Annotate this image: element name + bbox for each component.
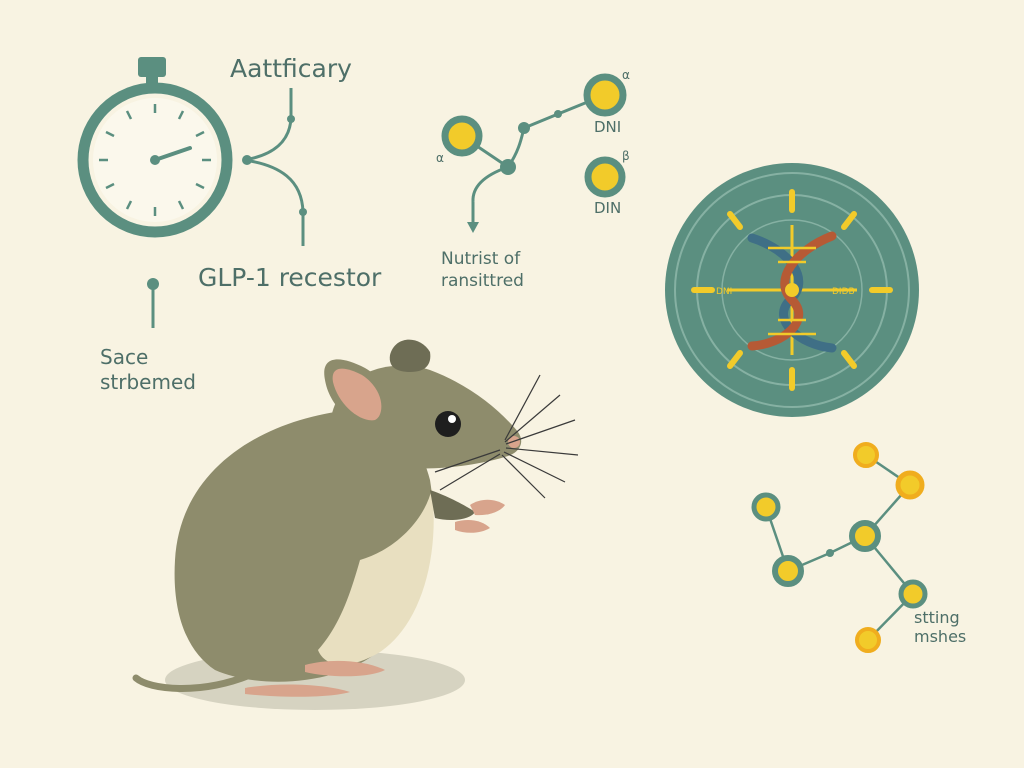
label-dni: DNI [594, 118, 621, 136]
label-nutrist-1: Nutrist of [441, 249, 521, 269]
pin-marker [147, 278, 159, 328]
label-beta: β [622, 149, 630, 163]
connector-node [287, 115, 295, 123]
label-din: DIN [594, 199, 621, 217]
label-left-small-2: strbemed [100, 370, 196, 394]
mouse-illustration [132, 339, 579, 710]
connector-node [299, 208, 307, 216]
label-receptor: GLP-1 recestor [198, 263, 382, 292]
label-alpha-left: α [436, 151, 444, 165]
dna-helix-icon [665, 163, 919, 417]
label-nutrist-2: ransittred [441, 271, 524, 291]
label-left-small-1: Sace [100, 345, 148, 369]
label-net-1: stting [914, 608, 960, 627]
stopwatch-connector [243, 88, 305, 246]
label-dna-left: DNI [716, 287, 732, 297]
molecule-network-top [441, 73, 627, 233]
label-alpha-right: α [622, 68, 630, 82]
connector-node [242, 155, 252, 165]
molecule-network-bottom [751, 442, 928, 653]
label-dna-right: DIDB [832, 287, 855, 297]
stopwatch-icon [77, 57, 233, 238]
label-net-2: mshes [914, 627, 966, 646]
label-top-title: Aattficary [230, 54, 352, 83]
